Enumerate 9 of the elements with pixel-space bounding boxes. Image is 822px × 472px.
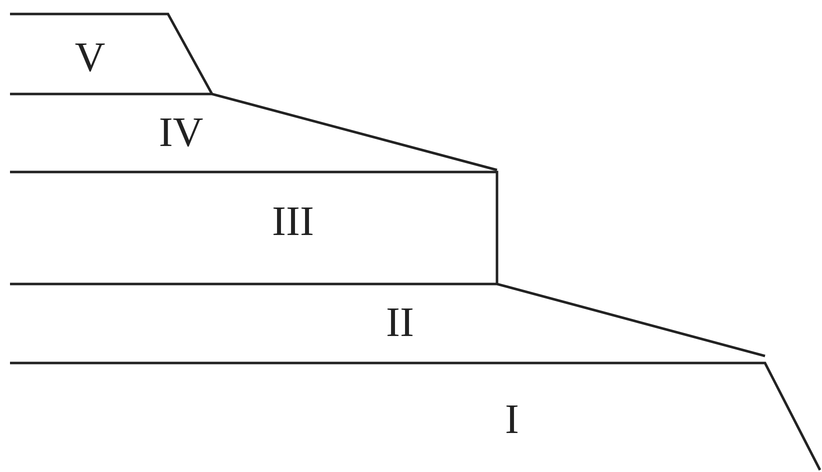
stratum-band xyxy=(10,12,214,96)
stratum-band xyxy=(10,170,499,286)
layer-numeral: I xyxy=(505,399,519,441)
layer-numeral: IV xyxy=(158,112,204,154)
layer-numeral: II xyxy=(386,302,414,344)
stratum-band xyxy=(10,92,499,174)
stratum-band xyxy=(10,361,822,472)
layer-numeral: III xyxy=(272,201,314,243)
layer-numeral: V xyxy=(74,37,106,79)
